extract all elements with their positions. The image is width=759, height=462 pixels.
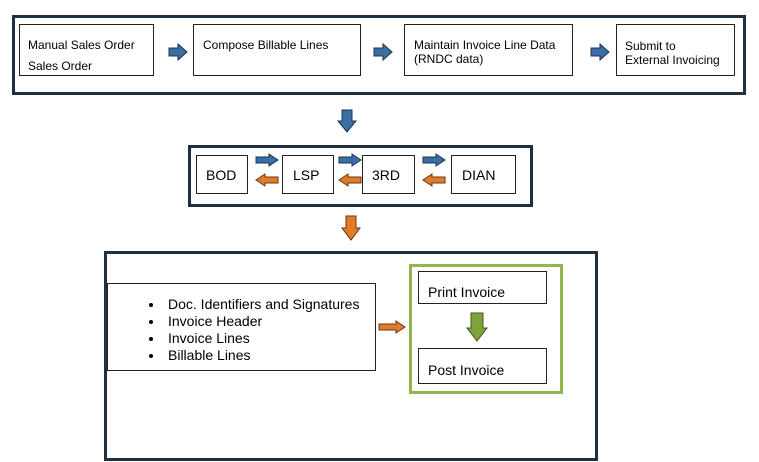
- step-label: Compose Billable Lines: [203, 38, 329, 52]
- right-arrow-icon: [378, 320, 406, 334]
- post-invoice-box: Post Invoice: [418, 348, 547, 384]
- action-label: Post Invoice: [428, 362, 505, 378]
- node-3rd: 3RD: [362, 155, 415, 194]
- node-lsp: LSP: [282, 155, 334, 194]
- right-arrow-icon: [168, 42, 188, 62]
- step-label: Submit to: [625, 39, 676, 53]
- down-arrow-icon: [465, 312, 489, 342]
- step-sublabel: External Invoicing: [625, 53, 720, 67]
- right-arrow-icon: [422, 153, 446, 167]
- print-invoice-box: Print Invoice: [418, 271, 547, 304]
- node-label: BOD: [206, 167, 237, 183]
- step-sublabel: (RNDC data): [414, 52, 484, 66]
- action-label: Print Invoice: [428, 284, 506, 300]
- node-label: LSP: [293, 167, 320, 183]
- down-arrow-icon: [341, 215, 361, 241]
- right-arrow-icon: [373, 42, 393, 62]
- list-item: Billable Lines: [164, 347, 375, 364]
- step-maintain-invoice-line-data: Maintain Invoice Line Data (RNDC data): [404, 24, 573, 76]
- node-label: 3RD: [372, 167, 401, 183]
- invoice-contents-box: Doc. Identifiers and Signatures Invoice …: [107, 283, 376, 371]
- step-compose-billable-lines: Compose Billable Lines: [193, 24, 361, 76]
- step-manual-sales-order: Manual Sales Order Sales Order: [19, 24, 154, 76]
- down-arrow-icon: [336, 109, 358, 133]
- list-item: Invoice Lines: [164, 330, 375, 347]
- step-label: Maintain Invoice Line Data: [414, 38, 556, 52]
- step-submit-external-invoicing: Submit to External Invoicing: [616, 24, 735, 76]
- left-arrow-icon: [338, 173, 362, 187]
- right-arrow-icon: [255, 153, 279, 167]
- node-label: DIAN: [462, 167, 496, 183]
- step-label: Manual Sales Order: [28, 38, 135, 52]
- left-arrow-icon: [422, 173, 446, 187]
- list-item: Doc. Identifiers and Signatures: [164, 296, 375, 313]
- step-sublabel: Sales Order: [28, 59, 93, 73]
- right-arrow-icon: [590, 42, 610, 62]
- left-arrow-icon: [255, 173, 279, 187]
- right-arrow-icon: [338, 153, 362, 167]
- list-item: Invoice Header: [164, 313, 375, 330]
- node-bod: BOD: [196, 155, 248, 194]
- node-dian: DIAN: [451, 155, 516, 194]
- invoice-contents-list: Doc. Identifiers and Signatures Invoice …: [108, 296, 375, 364]
